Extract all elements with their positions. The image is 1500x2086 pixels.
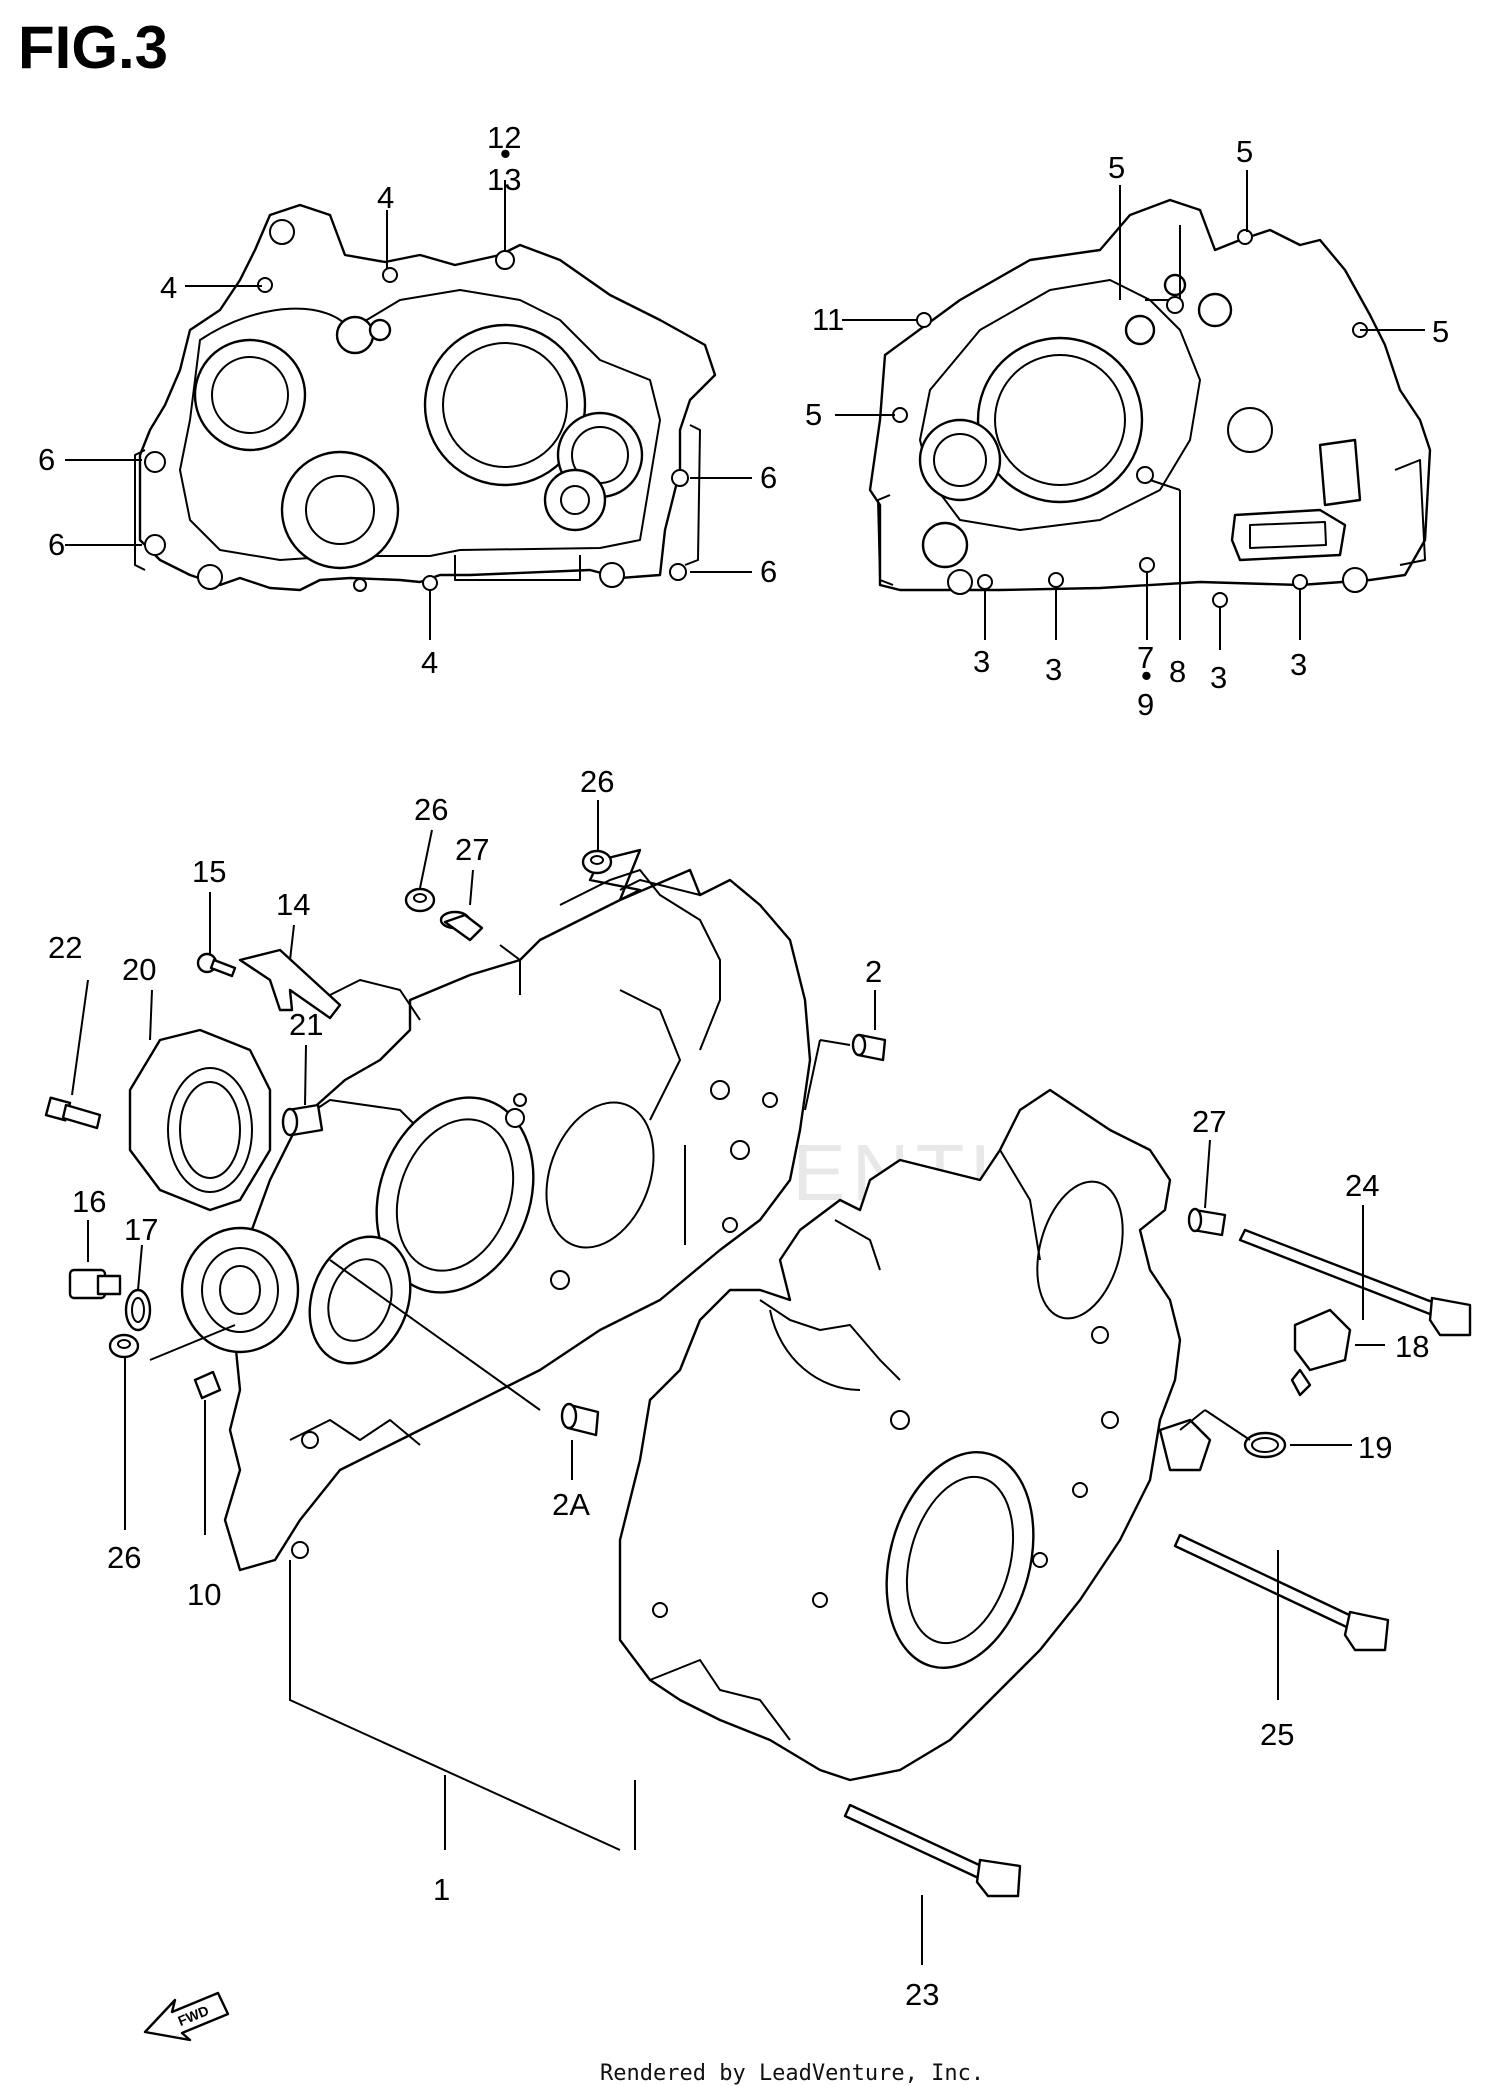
callout-4-left-a: 4 [160, 270, 177, 305]
left-crankcase-half [134, 203, 717, 592]
callout-23: 23 [905, 1977, 939, 2012]
callout-13: 13 [487, 162, 521, 197]
callout-6-c: 6 [760, 460, 777, 495]
part-27-dowel-top [439, 910, 484, 942]
callout-6-b: 6 [48, 527, 65, 562]
callout-27-right: 27 [1192, 1104, 1226, 1139]
callout-22: 22 [48, 930, 82, 965]
callout-2A: 2A [552, 1487, 590, 1522]
part-10-plug [193, 1370, 222, 1400]
callout-9: 9 [1137, 687, 1154, 722]
callout-5-c: 5 [1432, 314, 1449, 349]
part-26-nut-top-left [404, 887, 436, 913]
callout-25: 25 [1260, 1717, 1294, 1752]
callout-6-d: 6 [760, 554, 777, 589]
callout-4-left-b: 4 [377, 180, 394, 215]
callout-26-top-left: 26 [414, 792, 448, 827]
part-25-bolt [1173, 1533, 1390, 1652]
callout-3-b: 3 [1045, 652, 1062, 687]
part-2-dowel [851, 1033, 887, 1062]
callout-5-b: 5 [1236, 134, 1253, 169]
oil-filter-housing [180, 1226, 300, 1354]
callout-26-top-right: 26 [580, 764, 614, 799]
left-half-leaders [65, 180, 752, 640]
part-17-washer [124, 1288, 152, 1332]
part-2A-dowel [560, 1402, 600, 1437]
callout-16: 16 [72, 1184, 106, 1219]
callout-10: 10 [187, 1577, 221, 1612]
callout-24: 24 [1345, 1168, 1379, 1203]
callout-3-c: 3 [1210, 660, 1227, 695]
part-20-flange [128, 1028, 272, 1212]
callout-5-a: 5 [1108, 150, 1125, 185]
callout-5-d: 5 [805, 397, 822, 432]
callout-3-a: 3 [973, 644, 990, 679]
callout-11: 11 [812, 302, 844, 337]
callout-20: 20 [122, 952, 156, 987]
callout-8: 8 [1169, 654, 1186, 689]
callout-1: 1 [433, 1872, 450, 1907]
part-26-nut-bottom-left [108, 1333, 140, 1359]
assembled-crankcase-left [223, 848, 812, 1572]
fwd-arrow-icon: FWD [143, 1991, 230, 2042]
right-crankcase-half [868, 198, 1432, 608]
callout-3-d: 3 [1290, 647, 1307, 682]
part-15-bolt [196, 952, 237, 978]
assembly-leaders [71, 800, 1385, 1965]
callout-18: 18 [1395, 1329, 1429, 1364]
part-18-oil-cap [1290, 1308, 1352, 1397]
part-26-nut-top-right [581, 849, 613, 875]
callout-26-bottom: 26 [107, 1540, 141, 1575]
assembled-crankcase-right [618, 1088, 1212, 1782]
part-24-bolt [1238, 1228, 1472, 1337]
figure-title: FIG.3 [18, 14, 168, 81]
svg-text:•: • [500, 136, 511, 171]
rendered-by-footer: Rendered by LeadVenture, Inc. [600, 2061, 984, 2086]
callout-19: 19 [1358, 1430, 1392, 1465]
callout-17: 17 [124, 1212, 158, 1247]
callout-15: 15 [192, 854, 226, 889]
part-22-bolt [44, 1096, 102, 1130]
callout-2: 2 [865, 954, 882, 989]
right-half-leaders [835, 170, 1425, 650]
callout-4-left-c: 4 [421, 645, 438, 680]
part-16-plug [68, 1268, 122, 1300]
part-19-o-ring [1243, 1431, 1287, 1459]
part-27-dowel-right [1187, 1207, 1227, 1237]
part-14-guide [238, 948, 342, 1020]
callout-27-top: 27 [455, 832, 489, 867]
callout-6-a: 6 [38, 442, 55, 477]
callout-21: 21 [289, 1007, 323, 1042]
callout-7: 7 [1137, 640, 1154, 675]
part-23-bolt [843, 1803, 1022, 1898]
callout-14: 14 [276, 887, 310, 922]
callout-12: 12 [487, 120, 521, 155]
part-21-dowel [281, 1103, 324, 1137]
svg-text:•: • [1141, 658, 1152, 693]
